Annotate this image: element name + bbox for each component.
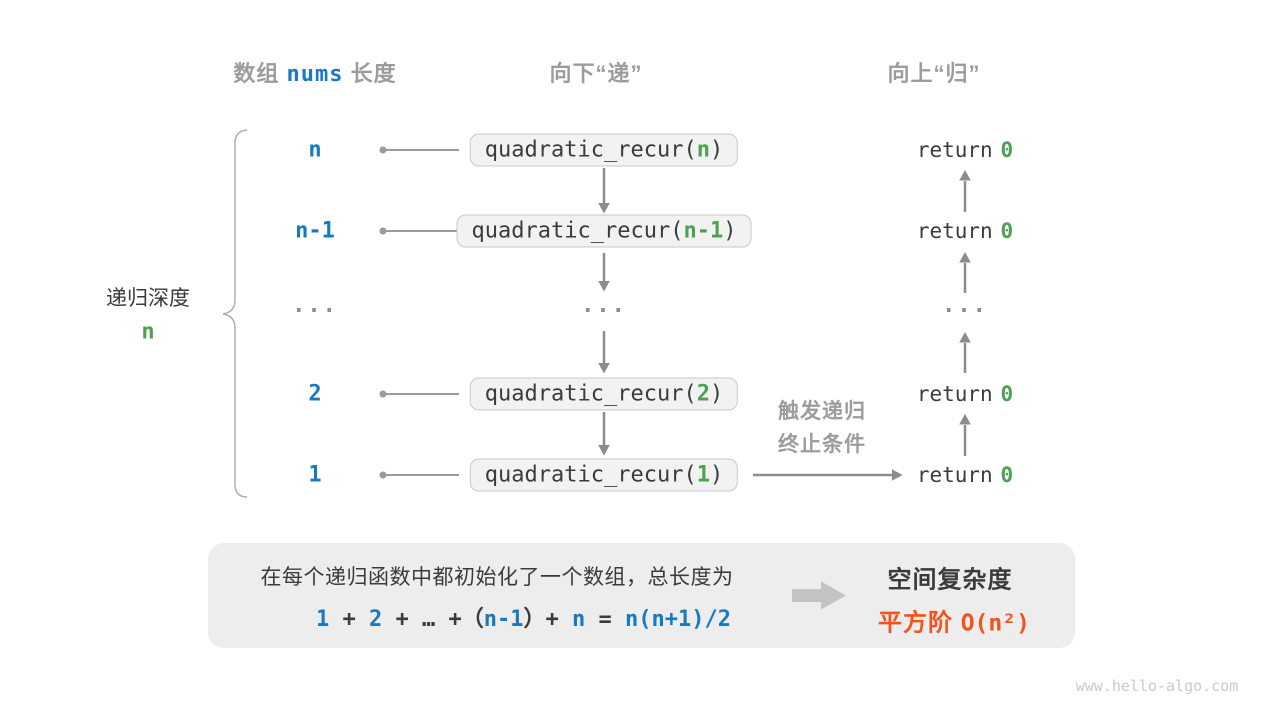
call-prefix: quadratic_recur( — [484, 137, 697, 163]
call-arg: 1 — [696, 462, 710, 488]
watermark: www.hello-algo.com — [1075, 677, 1239, 695]
length-1: 1 — [308, 462, 322, 488]
formula-token: n(n+1)/2 — [625, 607, 731, 632]
row-connector-lines — [379, 146, 459, 479]
call-suffix: ) — [709, 137, 724, 163]
panel-formula: 1 + 2 + … +（n-1）+ n = n(n+1)/2 — [263, 576, 731, 658]
space-complexity-title: 空间复杂度 — [887, 566, 1013, 594]
formula-token: + — [382, 607, 422, 632]
formula-token: 1 — [315, 607, 330, 632]
summary-panel — [208, 543, 1075, 648]
return-value: 0 — [1000, 138, 1014, 162]
depth-label: 递归深度 — [106, 287, 190, 310]
depth-brace — [222, 129, 248, 498]
panel-description: 在每个递归函数中都初始化了一个数组，总长度为 — [260, 566, 734, 589]
return-keyword: return — [916, 382, 993, 406]
formula-token: （ — [461, 607, 484, 632]
return-value: 0 — [1000, 382, 1014, 406]
return-statement: return 0 — [917, 382, 1013, 406]
call-arg: 2 — [696, 381, 710, 407]
call-suffix: ) — [723, 218, 737, 244]
return-value: 0 — [1000, 219, 1014, 243]
complexity-big-o: O(n²) — [960, 610, 1030, 637]
base-case-label-line2: 终止条件 — [778, 433, 866, 456]
header-array-length-suffix: 长度 — [350, 61, 397, 86]
return-statement: return 0 — [917, 463, 1013, 487]
call-box-1: quadratic_recur(1) — [469, 458, 739, 492]
length-n-1: n-1 — [295, 218, 335, 244]
formula-token: + — [545, 607, 573, 632]
header-array-length: 数组 nums 长度 — [233, 56, 396, 88]
return-keyword: return — [916, 138, 993, 162]
header-upward-return: 向上“归” — [887, 61, 981, 86]
header-nums-code: nums — [286, 62, 344, 87]
return-keyword: return — [916, 219, 993, 243]
call-arg: n-1 — [683, 218, 724, 244]
formula-token: n-1 — [483, 607, 524, 632]
base-case-arrow — [753, 469, 903, 481]
call-box-n: quadratic_recur(n) — [469, 133, 739, 167]
header-array-length-prefix: 数组 — [233, 61, 280, 86]
length-2: 2 — [308, 381, 322, 407]
base-case-label-line1: 触发递归 — [778, 400, 866, 423]
call-suffix: ) — [709, 381, 724, 407]
call-prefix: quadratic_recur( — [471, 218, 684, 244]
call-box-n-1: quadratic_recur(n-1) — [456, 214, 752, 248]
complexity-order-label: 平方阶 — [878, 609, 954, 637]
formula-token: 2 — [368, 607, 383, 632]
formula-token: + — [435, 607, 462, 632]
call-prefix: quadratic_recur( — [484, 462, 697, 488]
call-suffix: ) — [709, 462, 724, 488]
length-ellipsis: ... — [292, 293, 338, 318]
formula-token: n — [572, 607, 586, 632]
return-keyword: return — [916, 463, 993, 487]
depth-value: n — [141, 319, 155, 345]
call-ellipsis: ... — [581, 293, 627, 318]
formula-token: ） — [523, 607, 546, 632]
formula-token: = — [585, 607, 626, 632]
formula-token: … — [421, 607, 436, 632]
return-ellipsis: ... — [942, 293, 988, 318]
space-complexity-value: 平方阶 O(n²) — [878, 603, 1030, 638]
call-box-2: quadratic_recur(2) — [469, 377, 739, 411]
return-value: 0 — [1000, 463, 1014, 487]
call-arg: n — [696, 137, 710, 163]
length-n: n — [308, 137, 322, 163]
return-statement: return 0 — [917, 219, 1013, 243]
call-prefix: quadratic_recur( — [484, 381, 697, 407]
return-statement: return 0 — [917, 138, 1013, 162]
header-downward-recurse: 向下“递” — [549, 61, 643, 86]
formula-token: + — [329, 607, 369, 632]
